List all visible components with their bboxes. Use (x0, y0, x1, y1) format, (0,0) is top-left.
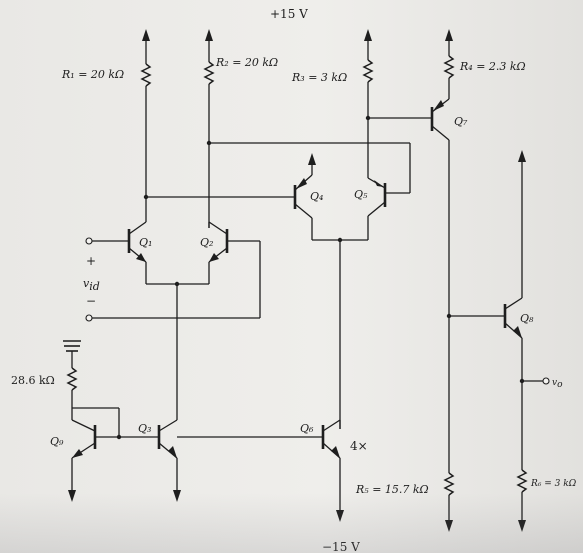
resistor-reference (66, 367, 78, 408)
q8-label: Q₈ (520, 312, 534, 325)
resistor-r5 (443, 472, 455, 520)
q6-scale-label: 4× (350, 439, 368, 453)
supply-arrow-r2 (205, 29, 213, 41)
input-plus-terminal (85, 237, 93, 245)
negative-arrow-q9 (68, 490, 76, 502)
transistor-q2 (208, 221, 229, 263)
q6-label: Q₆ (300, 422, 314, 435)
positive-supply-label: +15 V (270, 7, 308, 21)
input-minus-label: − (86, 294, 96, 308)
q3-label: Q₃ (138, 422, 151, 435)
negative-arrow-q3 (173, 490, 181, 502)
r4-label: R₄ = 2.3 kΩ (459, 60, 526, 73)
transistor-q5 (367, 177, 410, 240)
transistor-q9 (71, 407, 159, 490)
r1-label: R₁ = 20 kΩ (61, 68, 124, 81)
q1-label: Q₁ (139, 236, 152, 249)
transistor-q8 (503, 162, 523, 470)
reference-resistor-label: 28.6 kΩ (11, 374, 55, 387)
r5-label: R₅ = 15.7 kΩ (355, 483, 429, 496)
supply-arrow-q8 (518, 150, 526, 162)
r2-label: R₂ = 20 kΩ (215, 56, 278, 69)
q7-label: Q₇ (454, 115, 468, 128)
r3-label: R₃ = 3 kΩ (291, 71, 347, 84)
resistor-r2 (203, 41, 215, 228)
q9-label: Q₉ (50, 435, 64, 448)
negative-arrow-r6 (518, 520, 526, 532)
resistor-r6 (516, 469, 528, 520)
supply-arrow-q4 (308, 153, 316, 165)
negative-supply-label: −15 V (322, 540, 360, 553)
negative-arrow-q6 (336, 510, 344, 522)
resistor-r3 (362, 41, 374, 178)
transistor-q7 (368, 98, 450, 141)
supply-arrow-r3 (364, 29, 372, 41)
input-minus-terminal (85, 314, 93, 322)
q4-label: Q₄ (310, 190, 323, 203)
supply-arrow-r1 (142, 29, 150, 41)
resistor-r4 (443, 41, 455, 99)
q5-label: Q₅ (354, 188, 368, 201)
input-plus-label: + (86, 254, 96, 268)
input-voltage-label: vid (83, 277, 100, 293)
ground-symbol (63, 340, 81, 368)
supply-arrow-r4 (445, 29, 453, 41)
transistor-q3 (157, 419, 178, 490)
r6-label: R₆ = 3 kΩ (530, 479, 577, 489)
output-label: vo (552, 378, 563, 390)
resistor-r1 (140, 41, 152, 197)
transistor-q6 (177, 419, 341, 510)
q2-label: Q₂ (200, 236, 213, 249)
transistor-q1 (127, 197, 147, 263)
output-terminal (542, 377, 550, 385)
negative-arrow-r5 (445, 520, 453, 532)
